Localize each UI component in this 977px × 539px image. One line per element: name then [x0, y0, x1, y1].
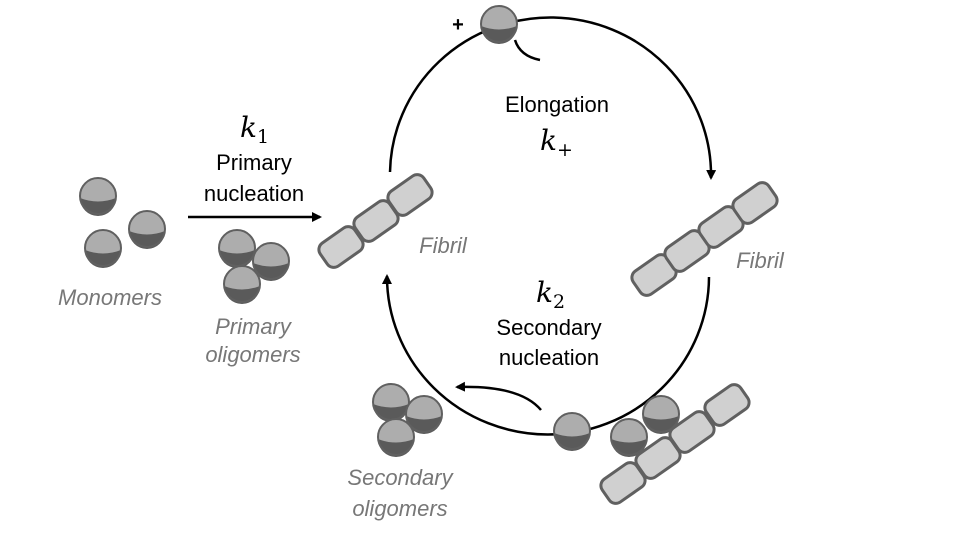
monomer [84, 229, 122, 269]
primary-nucleation-label-2: nucleation [204, 181, 304, 206]
secondary-nucleation-label-2: nucleation [499, 345, 599, 370]
added-monomer [480, 5, 518, 45]
secondary-oligomer-release-arrow [455, 381, 542, 411]
monomer [79, 177, 117, 217]
monomer [377, 418, 415, 458]
primary-oligomers-label-2: oligomers [205, 342, 300, 367]
monomer [218, 229, 256, 269]
monomer [223, 265, 261, 305]
secondary-oligomers-label-1: Secondary [347, 465, 454, 490]
fibril-left-label: Fibril [419, 233, 468, 258]
elongation-arrow [388, 16, 717, 180]
primary-oligomers-label-1: Primary [215, 314, 293, 339]
secondary-nucleation-arrow [381, 274, 711, 436]
fibril-surface-nucleation [553, 379, 754, 509]
plus-sign: + [452, 14, 464, 36]
elongation-label: Elongation [505, 92, 609, 117]
monomer [553, 412, 591, 452]
fibril-right [627, 177, 782, 301]
monomer-addition-arrow [513, 39, 541, 62]
monomer [128, 210, 166, 250]
secondary-nucleation-label-1: Secondary [496, 315, 601, 340]
primary-oligomers [218, 229, 290, 305]
fibril-left [314, 169, 437, 273]
monomers [79, 177, 166, 269]
monomers-label: Monomers [58, 285, 162, 310]
secondary-oligomers [372, 383, 443, 458]
primary-nucleation-label-1: Primary [216, 150, 292, 175]
k-plus-symbol: k+ [540, 124, 573, 161]
k2-symbol: k2 [536, 276, 565, 313]
k1-symbol: k1 [240, 111, 269, 148]
secondary-oligomers-label-2: oligomers [352, 496, 447, 521]
fibril-right-label: Fibril [736, 248, 785, 273]
monomer [372, 383, 410, 423]
